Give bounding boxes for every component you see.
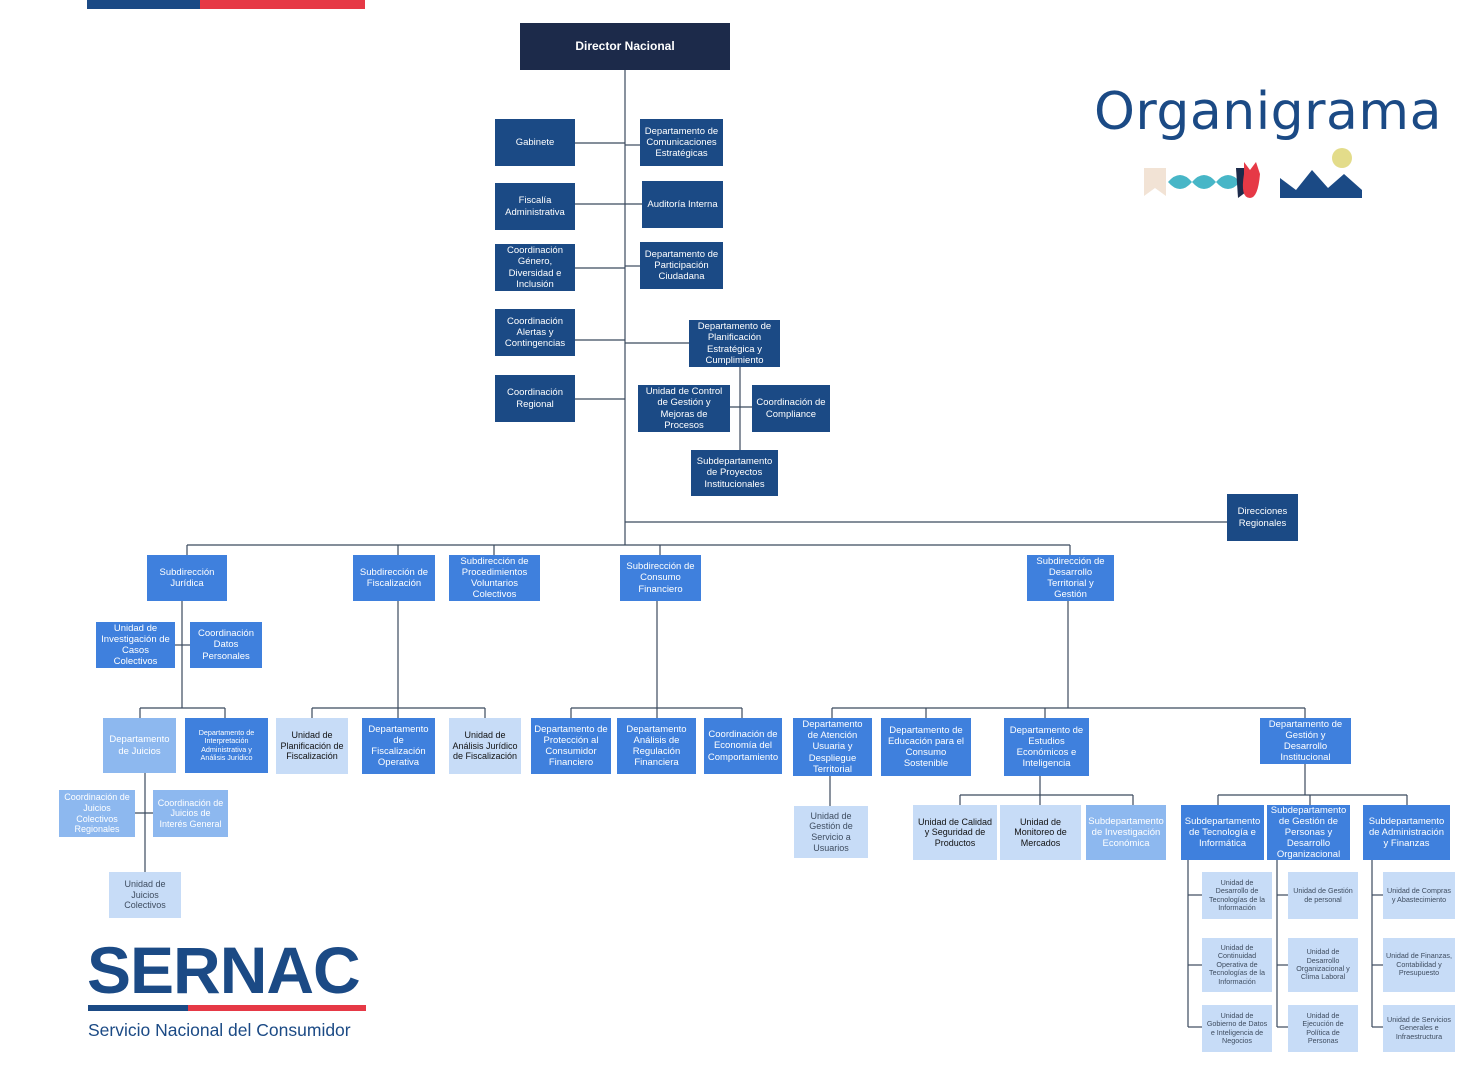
unidad-desarrollo-organizacional-box[interactable]: Unidad de Desarrollo Organizacional y Cl… [1288, 938, 1358, 992]
unidad-servicios-generales-box[interactable]: Unidad de Servicios Generales e Infraest… [1383, 1005, 1455, 1052]
auditoria-interna-box[interactable]: Auditoría Interna [642, 181, 723, 228]
sernac-logo-wordmark: SERNAC [87, 933, 361, 1007]
gabinete-box[interactable]: Gabinete [495, 119, 575, 166]
coordinacion-juicios-interes-box[interactable]: Coordinación de Juicios de Interés Gener… [153, 790, 228, 837]
decorative-illustration [1144, 148, 1362, 198]
direcciones-regionales-box[interactable]: Direcciones Regionales [1227, 494, 1298, 541]
coordinacion-compliance-box[interactable]: Coordinación de Compliance [752, 385, 830, 432]
logo-strip-blue [88, 1005, 188, 1011]
unidad-finanzas-box[interactable]: Unidad de Finanzas, Contabilidad y Presu… [1383, 938, 1455, 992]
departamento-juicios-box[interactable]: Departamento de Juicios [103, 718, 176, 773]
departamento-atencion-usuaria-box[interactable]: Departamento de Atención Usuaria y Despl… [793, 718, 872, 776]
unidad-gestion-servicio-box[interactable]: Unidad de Gestión de Servicio a Usuarios [794, 806, 868, 858]
unidad-ejecucion-politica-box[interactable]: Unidad de Ejecución de Política de Perso… [1288, 1005, 1358, 1052]
departamento-interpretacion-box[interactable]: Departamento de Interpretación Administr… [185, 718, 268, 773]
logo-strip-red [188, 1005, 366, 1011]
unidad-planificacion-fiscalizacion-box[interactable]: Unidad de Planificación de Fiscalización [276, 718, 348, 774]
departamento-regulacion-box[interactable]: Departamento Análisis de Regulación Fina… [617, 718, 696, 774]
top-brand-bar-red [200, 0, 365, 9]
subdepartamento-proyectos-box[interactable]: Subdepartamento de Proyectos Institucion… [691, 450, 778, 496]
unidad-monitoreo-mercados-box[interactable]: Unidad de Monitoreo de Mercados [1000, 805, 1081, 860]
coordinacion-datos-personales-box[interactable]: Coordinación Datos Personales [190, 622, 262, 668]
unidad-investigacion-casos-box[interactable]: Unidad de Investigación de Casos Colecti… [96, 622, 175, 668]
unidad-control-gestion-box[interactable]: Unidad de Control de Gestión y Mejoras d… [638, 385, 730, 432]
subdireccion-procedimientos-box[interactable]: Subdirección de Procedimientos Voluntari… [449, 555, 540, 601]
subdireccion-juridica-box[interactable]: Subdirección Jurídica [147, 555, 227, 601]
subdepartamento-tecnologia-box[interactable]: Subdepartamento de Tecnología e Informát… [1181, 805, 1264, 860]
departamento-participacion-box[interactable]: Departamento de Participación Ciudadana [640, 242, 723, 289]
departamento-proteccion-box[interactable]: Departamento de Protección al Consumidor… [531, 718, 611, 774]
unidad-juicios-colectivos-box[interactable]: Unidad de Juicios Colectivos [109, 872, 181, 918]
subdepartamento-administracion-box[interactable]: Subdepartamento de Administración y Fina… [1363, 805, 1450, 860]
departamento-gestion-desarrollo-box[interactable]: Departamento de Gestión y Desarrollo Ins… [1260, 718, 1351, 764]
subdepartamento-gestion-personas-box[interactable]: Subdepartamento de Gestión de Personas y… [1267, 805, 1350, 860]
subdepartamento-investigacion-economica-box[interactable]: Subdepartamento de Investigación Económi… [1086, 805, 1166, 860]
departamento-planificacion-box[interactable]: Departamento de Planificación Estratégic… [689, 320, 780, 367]
unidad-gobierno-datos-box[interactable]: Unidad de Gobierno de Datos e Inteligenc… [1202, 1005, 1272, 1052]
top-brand-bar-blue [87, 0, 200, 9]
coordinacion-genero-box[interactable]: Coordinación Género, Diversidad e Inclus… [495, 244, 575, 291]
unidad-continuidad-operativa-box[interactable]: Unidad de Continuidad Operativa de Tecno… [1202, 938, 1272, 992]
unidad-analisis-juridico-box[interactable]: Unidad de Análisis Jurídico de Fiscaliza… [449, 718, 521, 774]
coordinacion-economia-box[interactable]: Coordinación de Economía del Comportamie… [704, 718, 782, 774]
coordinacion-juicios-regionales-box[interactable]: Coordinación de Juicios Colectivos Regio… [59, 790, 135, 837]
coordinacion-alertas-box[interactable]: Coordinación Alertas y Contingencias [495, 309, 575, 356]
departamento-comunicaciones-box[interactable]: Departamento de Comunicaciones Estratégi… [640, 119, 723, 166]
subdireccion-consumo-financiero-box[interactable]: Subdirección de Consumo Financiero [620, 555, 701, 601]
subdireccion-fiscalizacion-box[interactable]: Subdirección de Fiscalización [353, 555, 435, 601]
logo-subtitle: Servicio Nacional del Consumidor [88, 1020, 351, 1040]
unidad-desarrollo-ti-box[interactable]: Unidad de Desarrollo de Tecnologías de l… [1202, 872, 1272, 919]
unidad-calidad-seguridad-box[interactable]: Unidad de Calidad y Seguridad de Product… [913, 805, 997, 860]
director-nacional-box[interactable]: Director Nacional [520, 23, 730, 70]
departamento-estudios-box[interactable]: Departamento de Estudios Económicos e In… [1004, 718, 1089, 776]
page-title: Organigrama [1094, 82, 1442, 142]
coordinacion-regional-box[interactable]: Coordinación Regional [495, 375, 575, 422]
departamento-educacion-box[interactable]: Departamento de Educación para el Consum… [881, 718, 971, 776]
unidad-gestion-personal-box[interactable]: Unidad de Gestión de personal [1288, 872, 1358, 919]
fiscalia-administrativa-box[interactable]: Fiscalía Administrativa [495, 183, 575, 230]
subdireccion-desarrollo-territorial-box[interactable]: Subdirección de Desarrollo Territorial y… [1027, 555, 1114, 601]
unidad-compras-box[interactable]: Unidad de Compras y Abastecimiento [1383, 872, 1455, 919]
departamento-fiscalizacion-operativa-box[interactable]: Departamento de Fiscalización Operativa [362, 718, 435, 774]
